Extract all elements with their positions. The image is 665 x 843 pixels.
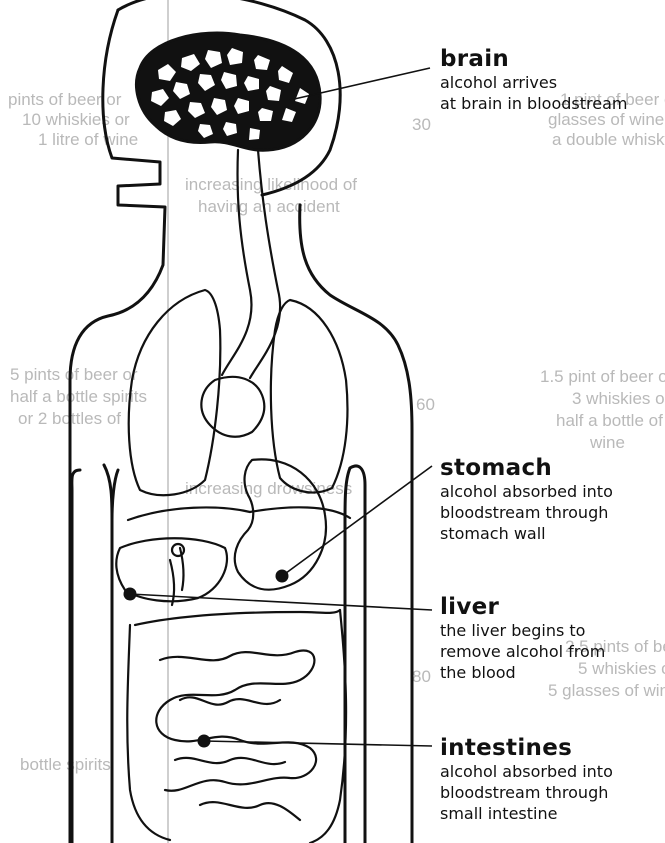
intestines-illustration [127,610,346,843]
right-arm-outline [345,468,350,843]
transverse-colon-outline [135,610,340,625]
torso-left-outline [112,470,118,520]
ghost-text: 3 whiskies or [572,389,665,408]
ghost-text: 10 whiskies or [22,110,130,129]
stomach-desc-line-3: stomach wall [440,523,613,544]
liver-title: liver [440,594,605,620]
ghost-text: half a bottle spirits [10,387,147,406]
large-intestine-left-outline [127,625,170,840]
brain-title: brain [440,46,627,72]
intestines-desc-line-3: small intestine [440,803,613,824]
liver-desc-line-2: remove alcohol from [440,641,605,662]
liver-pointer-dot [124,588,137,601]
liver-desc-line-3: the blood [440,662,605,683]
brain-desc-line-1: alcohol arrives [440,72,627,93]
ghost-text: wine [589,433,625,452]
intestines-pointer-dot [198,735,211,748]
brain-illustration [136,33,320,150]
ghost-text: having an accident [198,197,340,216]
ghost-text: a double whisky [552,130,665,149]
large-intestine-right-outline [310,610,346,843]
left-arm-inner-outline [104,465,112,843]
stomach-desc-line-1: alcohol absorbed into [440,481,613,502]
diaphragm-outline [128,507,350,520]
small-intestine-loop [156,650,316,790]
ghost-text: 60 [416,395,435,414]
brain-label: brain alcohol arrives at brain in bloods… [440,46,627,114]
stomach-label: stomach alcohol absorbed into bloodstrea… [440,455,613,544]
brain-desc-line-2: at brain in bloodstream [440,93,627,114]
liver-label: liver the liver begins to remove alcohol… [440,594,605,683]
intestines-desc-line-1: alcohol absorbed into [440,761,613,782]
intestines-label: intestines alcohol absorbed into bloodst… [440,735,613,824]
gall-bladder-outline [172,544,184,556]
intestines-pointer-line [204,741,432,746]
ghost-text: 80 [412,667,431,686]
liver-desc-line-1: the liver begins to [440,620,605,641]
ghost-text: bottle spirits [20,755,111,774]
ghost-text: 5 glasses of wine [548,681,665,700]
ghost-text: 1.5 pint of beer or [540,367,665,386]
small-intestine-folds [175,697,300,820]
ghost-text: 5 pints of beer or [10,365,138,384]
stomach-desc-line-2: bloodstream through [440,502,613,523]
shoulder-right-outline [300,205,412,843]
ghost-text: half a bottle of [556,411,663,430]
ghost-text: 1 litre of wine [38,130,138,149]
stomach-title: stomach [440,455,613,481]
intestines-desc-line-2: bloodstream through [440,782,613,803]
ghost-text: 30 [412,115,431,134]
ghost-text: pints of beer or [8,90,122,109]
heart-outline [201,377,264,437]
left-arm-outline [72,470,80,843]
intestines-title: intestines [440,735,613,761]
right-arm-inner-outline [350,466,365,843]
stomach-pointer-dot [276,570,289,583]
ghost-text: increasing drowsiness [185,479,352,498]
